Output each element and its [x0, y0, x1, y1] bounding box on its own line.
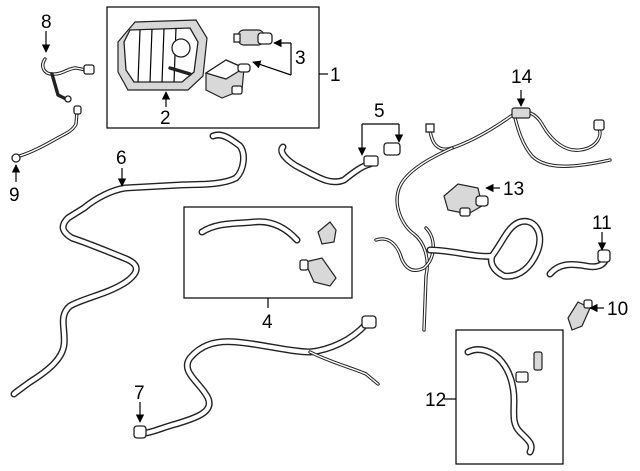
callout-3: 3: [295, 48, 306, 69]
callout-13: 13: [503, 179, 524, 200]
callout-12: 12: [425, 390, 446, 411]
sensor-harness-9[interactable]: [11, 105, 82, 163]
vent-solenoid-13[interactable]: [443, 183, 489, 217]
sensor-harness-8[interactable]: [41, 57, 95, 103]
hose-5[interactable]: [278, 142, 401, 186]
hose-11[interactable]: [546, 249, 611, 278]
callout-10: 10: [607, 299, 628, 320]
callout-1: 1: [330, 65, 341, 86]
callout-6: 6: [116, 148, 127, 169]
canister-frame: [106, 6, 320, 129]
clip-4[interactable]: [317, 221, 337, 245]
vapor-tube-7[interactable]: [133, 315, 380, 439]
clip-12[interactable]: [533, 351, 543, 371]
callout-7: 7: [134, 383, 145, 404]
hose-4[interactable]: [198, 218, 301, 244]
callout-8: 8: [41, 12, 52, 33]
callout-2: 2: [160, 108, 171, 129]
tube-kit-frame: [455, 329, 564, 465]
purge-line-cluster[interactable]: [426, 217, 544, 280]
callout-4: 4: [262, 312, 273, 333]
tube-12[interactable]: [464, 346, 535, 456]
canister-assembly-group: 1 2 3: [106, 6, 341, 129]
purge-valve-lower[interactable]: [204, 59, 251, 99]
callout-11: 11: [592, 213, 612, 234]
vapor-canister[interactable]: [117, 19, 208, 91]
tube-assembly-14[interactable]: [374, 107, 612, 332]
hose-kit-group: 4: [183, 206, 353, 333]
callout-9: 9: [9, 185, 20, 206]
tube-kit-group: 12: [425, 329, 564, 465]
connector-4[interactable]: [299, 257, 337, 287]
vapor-tube-6[interactable]: [10, 131, 247, 398]
purge-valve-upper[interactable]: [233, 29, 273, 46]
sensor-10[interactable]: [567, 299, 593, 331]
callout-5: 5: [374, 101, 385, 122]
callout-14: 14: [511, 67, 533, 88]
